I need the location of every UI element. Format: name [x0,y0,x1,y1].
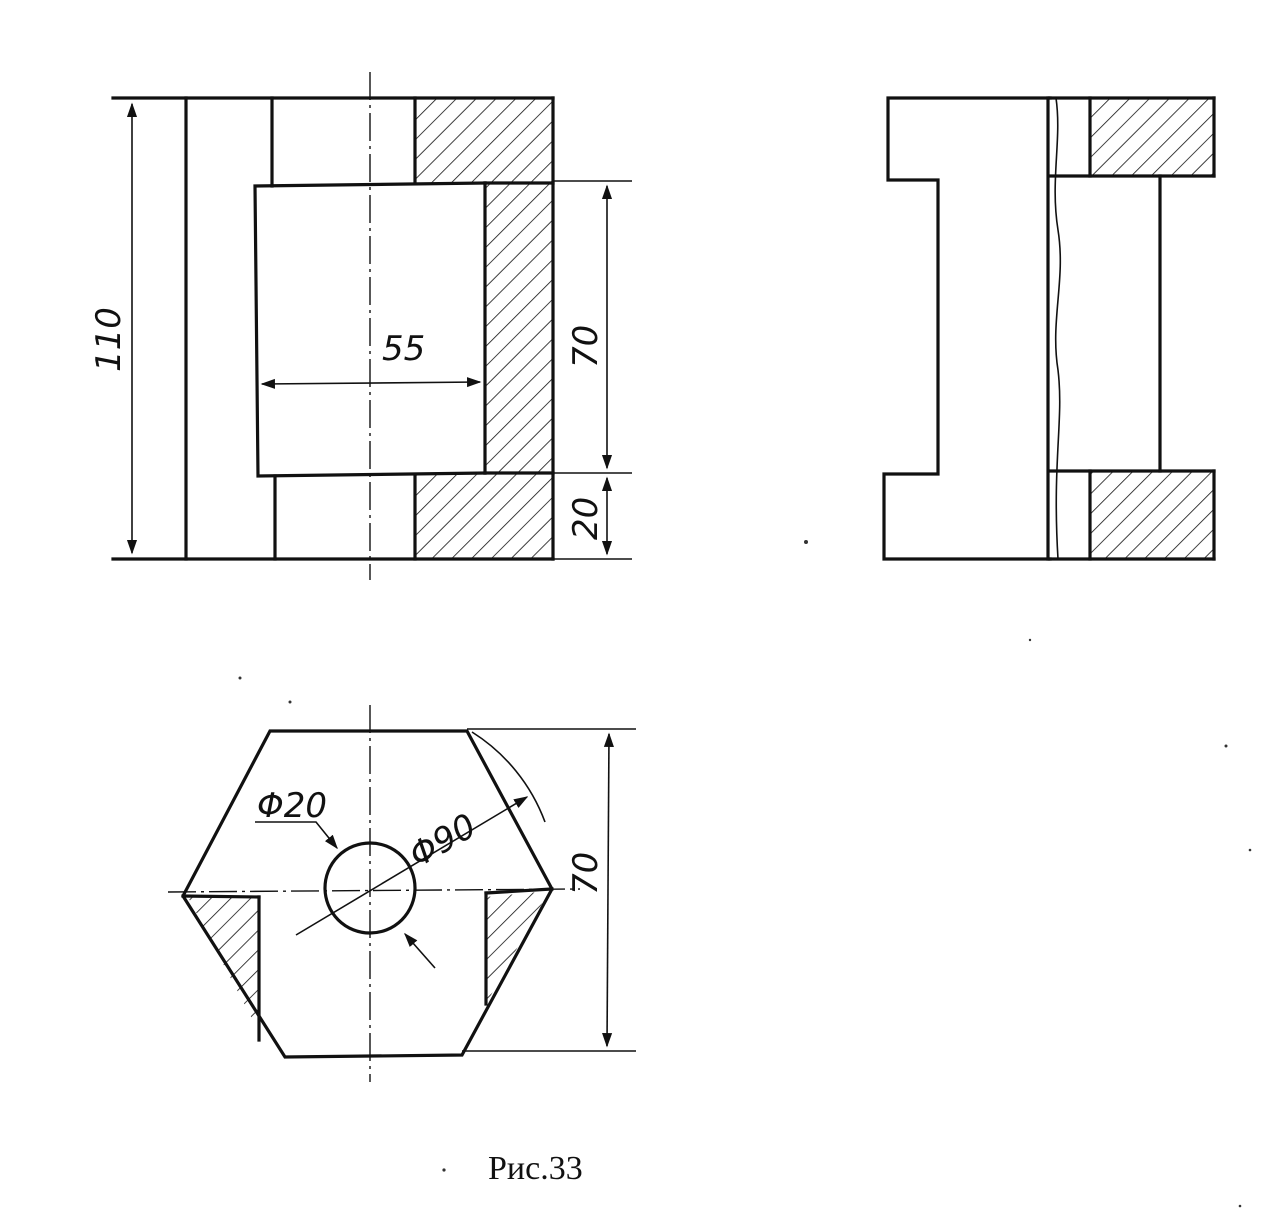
top-view-horizontal-axis [167,888,581,893]
top-view: Φ90 Φ20 70 [167,705,636,1082]
dim-phi20-label: Φ20 [257,786,327,826]
dim-110-label: 110 [89,307,129,372]
side-view [882,96,1216,561]
circumscribed-arc [471,731,546,823]
dim-55-label: 55 [382,329,425,369]
hex-hatch-right [486,891,549,1004]
dim-phi20-tail [404,932,436,969]
front-hatch-bottom [415,473,553,559]
dim-20-label: 20 [566,497,606,540]
hex-hatch-left [188,897,259,1032]
side-left-outline [882,96,1052,561]
front-view: 110 55 70 20 [89,72,632,580]
side-hatch-bottom [1090,471,1214,559]
dim-hex-70-label: 70 [566,852,606,895]
hex-section-left [181,894,261,899]
dim-hex-70-line [602,732,614,1048]
side-hatch-top [1090,98,1214,176]
scan-specks [238,540,1252,1208]
side-break-line [1054,97,1062,560]
hexagon-outline [181,729,554,1059]
dim-phi90-label: Φ90 [403,806,484,876]
dim-70-label: 70 [566,325,606,368]
front-hatch-right [485,183,553,473]
front-cavity-outline [253,181,487,478]
dim-phi90-line [295,796,529,936]
figure-caption: Рис.33 [488,1150,583,1187]
front-hatch-top [415,98,553,183]
dim-55-line [260,377,482,389]
dim-phi20-leader [255,821,338,850]
